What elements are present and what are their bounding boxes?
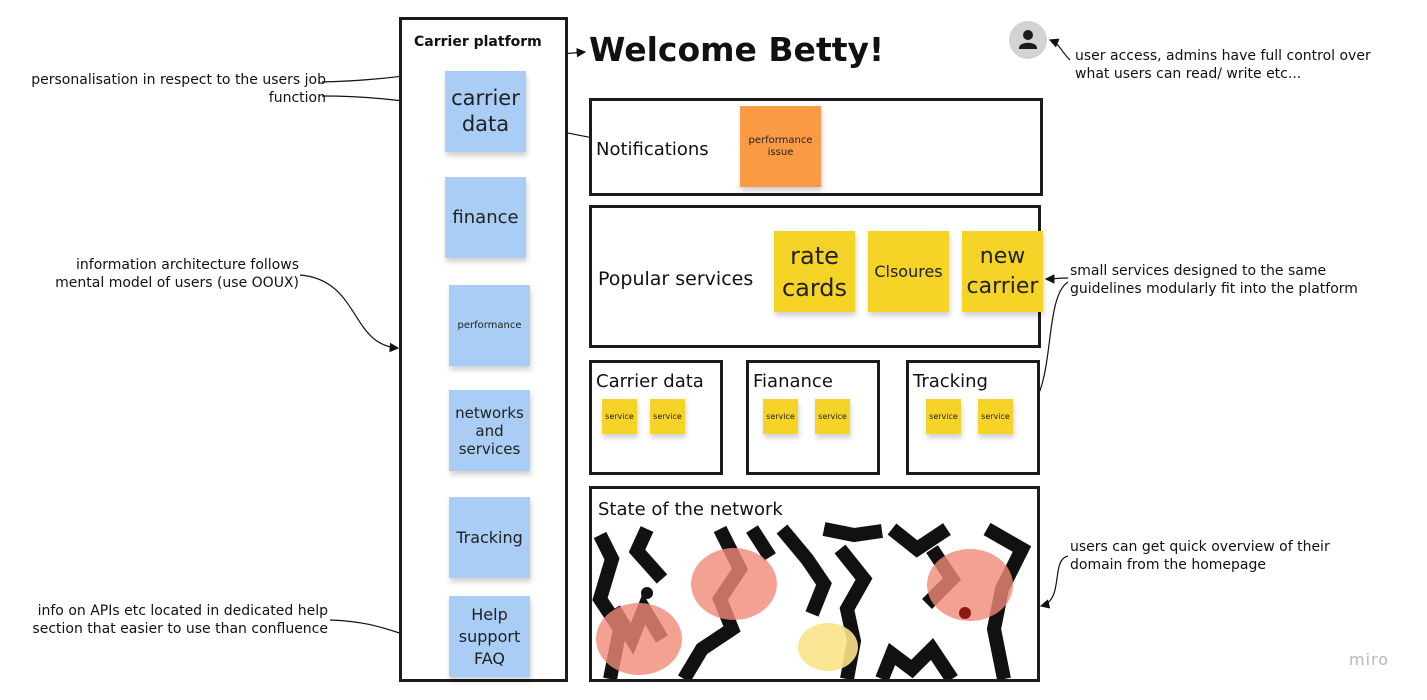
service-finance-2[interactable]: service <box>815 399 850 434</box>
service-carrier-data-2[interactable]: service <box>650 399 685 434</box>
network-map-illustration <box>592 522 1032 679</box>
sidebar-item-tracking[interactable]: Tracking <box>449 497 530 578</box>
service-tracking-2[interactable]: service <box>978 399 1013 434</box>
arrow-small-services-popular <box>1044 274 1069 284</box>
note-user-access: user access, admins have full control ov… <box>1075 48 1371 82</box>
sidebar-item-performance[interactable]: performance <box>449 285 530 366</box>
popular-rate-cards[interactable]: rate cards <box>774 231 855 312</box>
popular-new-carrier[interactable]: new carrier <box>962 231 1043 312</box>
category-carrier-data-label: Carrier data <box>596 371 704 392</box>
arrow-overview <box>1039 555 1069 609</box>
page-title: Welcome Betty! <box>589 30 885 69</box>
category-tracking-label: Tracking <box>913 371 988 392</box>
note-info-architecture: information architecture follows mental … <box>55 257 299 291</box>
arrow-info-arch <box>299 274 400 353</box>
miro-logo: miro <box>1349 650 1390 669</box>
service-finance-1[interactable]: service <box>763 399 798 434</box>
sidebar-title: Carrier platform <box>414 34 542 50</box>
note-small-services: small services designed to the same guid… <box>1070 263 1358 297</box>
notifications-label: Notifications <box>596 139 709 160</box>
popular-closures[interactable]: Clsoures <box>868 231 949 312</box>
sidebar-item-finance[interactable]: finance <box>445 177 526 258</box>
service-carrier-data-1[interactable]: service <box>602 399 637 434</box>
sidebar-item-help-support-faq[interactable]: Help support FAQ <box>449 596 530 677</box>
note-overview: users can get quick overview of their do… <box>1070 539 1330 573</box>
popular-services-label: Popular services <box>598 268 754 290</box>
note-personalisation: personalisation in respect to the users … <box>31 72 326 106</box>
sidebar-item-carrier-data[interactable]: carrier data <box>445 71 526 152</box>
note-help-section: info on APIs etc located in dedicated he… <box>32 603 328 637</box>
service-tracking-1[interactable]: service <box>926 399 961 434</box>
notification-performance-issue[interactable]: performance issue <box>740 106 821 187</box>
network-panel: State of the network <box>589 486 1040 682</box>
category-finance-label: Fianance <box>753 371 833 392</box>
user-avatar-icon[interactable] <box>1009 21 1047 59</box>
sidebar-item-networks-and-services[interactable]: networks and services <box>449 390 530 471</box>
arrow-access <box>1048 38 1071 61</box>
network-label: State of the network <box>598 499 783 520</box>
